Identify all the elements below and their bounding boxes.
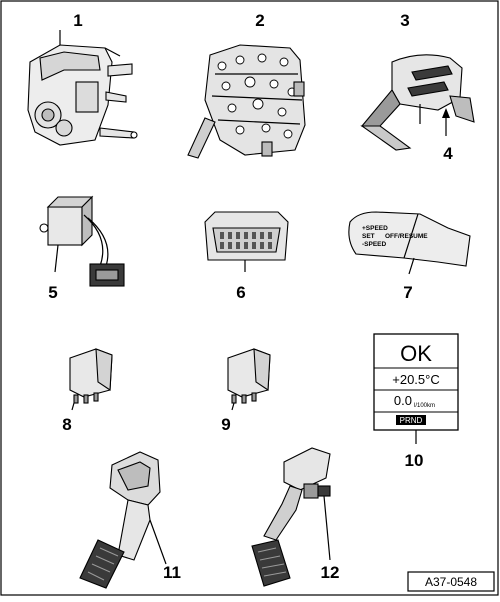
lever-label-resume: OFF/RESUME bbox=[385, 233, 428, 240]
callout-10: 10 bbox=[405, 451, 424, 470]
part-5-sender bbox=[39, 195, 125, 287]
part-10-display: OK +20.5°C 0.0 l/100km PRND bbox=[373, 333, 459, 444]
part-1-housing bbox=[27, 30, 138, 146]
callout-9: 9 bbox=[221, 415, 230, 434]
lever-label-plus-speed: +SPEED bbox=[362, 225, 388, 232]
callout-7: 7 bbox=[403, 283, 412, 302]
part-6-diagnostic-connector bbox=[204, 211, 289, 272]
lever-label-minus-speed: -SPEED bbox=[362, 241, 387, 248]
lever-label-set: SET bbox=[362, 233, 375, 240]
display-frame bbox=[373, 333, 459, 431]
callout-labels: 1 2 3 4 5 6 7 8 9 10 11 12 bbox=[48, 11, 453, 582]
display-temperature: +20.5°C bbox=[392, 372, 439, 387]
callout-3: 3 bbox=[400, 11, 409, 30]
display-consumption-unit: l/100km bbox=[414, 403, 435, 409]
callout-4: 4 bbox=[443, 144, 453, 163]
part-8-relay bbox=[69, 348, 113, 411]
part-11-accelerator-pedal bbox=[79, 451, 167, 589]
gear-indicator-box bbox=[396, 415, 426, 425]
arrow-icon bbox=[442, 108, 450, 118]
part-12-brake-pedal bbox=[251, 447, 331, 587]
callout-5: 5 bbox=[48, 283, 57, 302]
reference-box bbox=[407, 571, 495, 592]
reference-code: A37-0548 bbox=[425, 575, 477, 589]
callout-12: 12 bbox=[321, 563, 340, 582]
callout-11: 11 bbox=[163, 563, 181, 582]
callout-2: 2 bbox=[255, 11, 264, 30]
display-gears: PRND bbox=[400, 416, 423, 425]
part-2-valve-body bbox=[187, 44, 306, 159]
callout-1: 1 bbox=[73, 11, 82, 30]
part-9-relay bbox=[227, 348, 271, 411]
part-3-selector-housing bbox=[360, 54, 475, 151]
callout-8: 8 bbox=[62, 415, 71, 434]
display-status: OK bbox=[400, 341, 432, 366]
part-7-cruise-lever: +SPEED SET -SPEED OFF/RESUME bbox=[348, 211, 471, 275]
callout-6: 6 bbox=[236, 283, 245, 302]
display-consumption: 0.0 bbox=[394, 393, 412, 408]
